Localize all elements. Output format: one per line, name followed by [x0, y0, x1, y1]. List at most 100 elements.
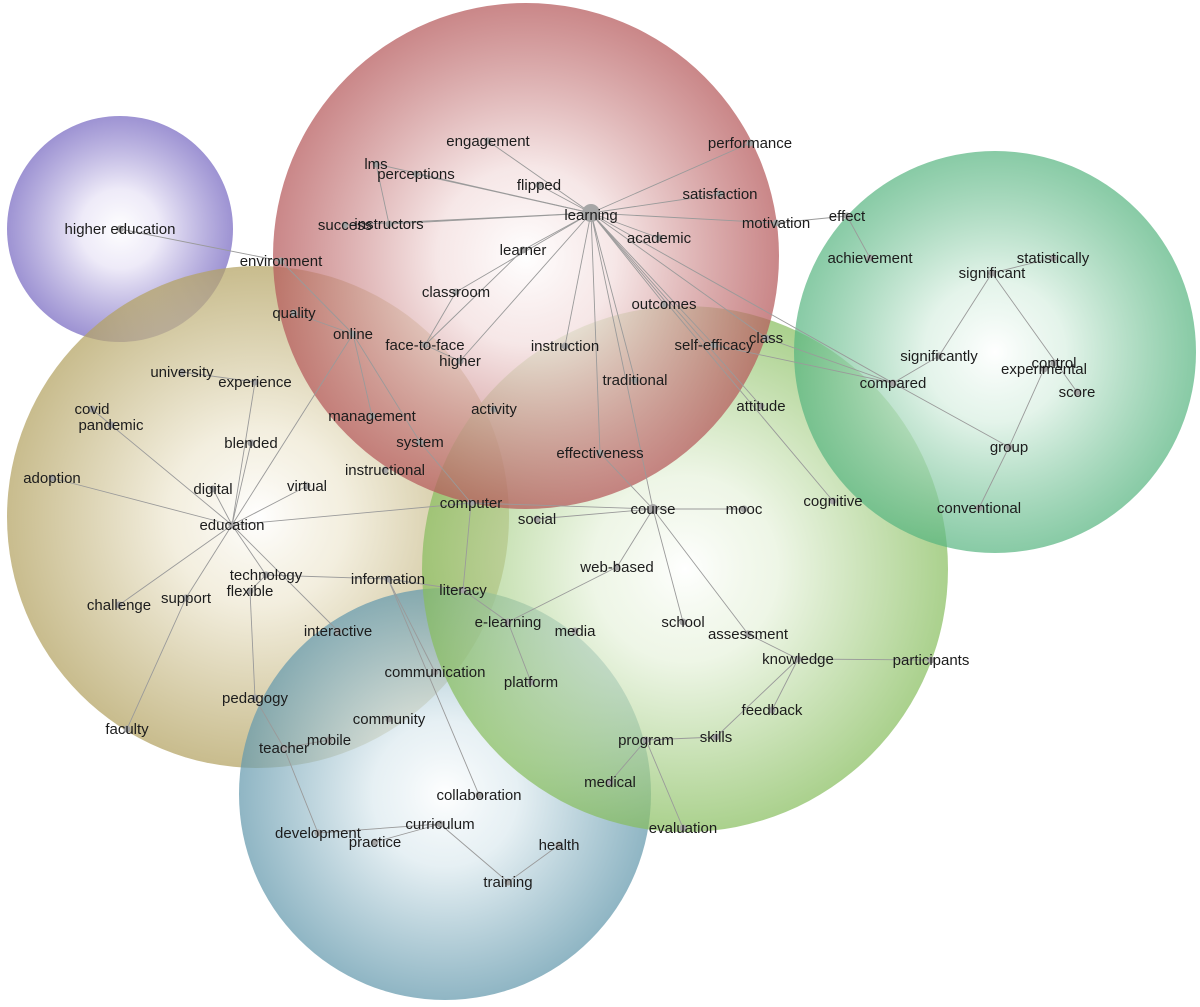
term-statistically: statistically — [1017, 250, 1090, 267]
term-flexible: flexible — [227, 583, 274, 600]
node-program — [642, 736, 650, 744]
edge-course-social — [536, 508, 654, 520]
term-practice: practice — [349, 834, 402, 851]
edge-technology-information — [265, 574, 389, 580]
node-health — [555, 841, 563, 849]
term-labels: higher education engagement performance … — [23, 133, 1095, 891]
term-course: course — [630, 501, 675, 518]
edge-significant-score — [991, 272, 1078, 393]
term-experience: experience — [218, 374, 291, 391]
term-performance: performance — [708, 135, 792, 152]
edge-experimental-group — [1008, 368, 1045, 448]
node-digital — [209, 485, 217, 493]
node-conventional — [975, 504, 983, 512]
term-evaluation: evaluation — [649, 820, 717, 837]
node-instructors — [385, 220, 393, 228]
edge-compared-significantly — [892, 355, 940, 384]
node-blended — [247, 439, 255, 447]
term-online: online — [333, 326, 373, 343]
node-higher — [456, 357, 464, 365]
node-computer — [467, 499, 475, 507]
edge-learning-compared — [590, 212, 894, 384]
edge-motivation-effect — [775, 215, 848, 224]
node-cognitive — [829, 497, 837, 505]
edge-course-web-based — [616, 508, 654, 568]
term-significant: significant — [959, 265, 1027, 282]
node-performance — [746, 139, 754, 147]
node-perceptions — [412, 170, 420, 178]
term-adoption: adoption — [23, 470, 81, 487]
node-medical — [606, 778, 614, 786]
node-platform — [527, 678, 535, 686]
term-control: control — [1031, 355, 1076, 372]
edge-learning-effectiveness — [590, 212, 601, 454]
edge-covid-pandemic — [91, 408, 112, 426]
node-significant — [988, 269, 996, 277]
edge-education-technology — [231, 524, 267, 576]
edge-course-effectiveness — [599, 452, 654, 510]
term-teacher: teacher — [259, 740, 309, 757]
edge-pandemic-education — [110, 424, 233, 526]
term-environment: environment — [240, 253, 323, 270]
term-learner: learner — [500, 242, 547, 259]
edge-learning-instructors — [388, 212, 592, 225]
node-learning — [582, 204, 600, 222]
node-environment — [277, 257, 285, 265]
node-school — [679, 618, 687, 626]
term-outcomes: outcomes — [631, 296, 696, 313]
node-literacy — [459, 586, 467, 594]
node-course — [648, 504, 658, 514]
edge-group-compared — [892, 382, 1010, 448]
term-satisfaction: satisfaction — [682, 186, 757, 203]
term-virtual: virtual — [287, 478, 327, 495]
node-flipped — [535, 181, 543, 189]
edge-face-to-face-higher — [424, 344, 461, 362]
cluster-red — [273, 3, 779, 509]
term-pandemic: pandemic — [78, 417, 144, 434]
term-face-to-face: face-to-face — [385, 337, 464, 354]
edge-information-communication — [387, 578, 436, 673]
node-covid — [88, 405, 96, 413]
edge-skills-program — [645, 736, 717, 741]
term-community: community — [353, 711, 426, 728]
term-program: program — [618, 732, 674, 749]
edge-learning-class — [590, 212, 767, 339]
edge-knowledge-participants — [797, 658, 932, 661]
edge-education-interactive — [231, 524, 339, 632]
term-lms: lms — [364, 156, 387, 173]
node-higher-education — [116, 225, 124, 233]
edge-curriculum-practice — [374, 823, 441, 843]
term-learning: learning — [564, 207, 617, 224]
edge-course-school — [652, 508, 684, 623]
node-feedback — [768, 706, 776, 714]
edge-education-support — [185, 524, 233, 599]
edge-experience-education — [231, 381, 256, 526]
term-higher: higher — [439, 353, 481, 370]
term-engagement: engagement — [446, 133, 530, 150]
edge-layer — [51, 140, 1078, 883]
edge-support-faculty — [126, 597, 187, 730]
edge-compared-self-efficacy — [713, 344, 894, 384]
edge-online-quality — [293, 312, 354, 335]
term-motivation: motivation — [742, 215, 810, 232]
term-experimental: experimental — [1001, 361, 1087, 378]
term-computer: computer — [440, 495, 503, 512]
term-significantly: significantly — [900, 348, 978, 365]
edge-learning-performance — [590, 142, 751, 214]
node-attitude — [757, 402, 765, 410]
term-compared: compared — [860, 375, 927, 392]
term-blended: blended — [224, 435, 277, 452]
edge-learning-attitude — [590, 212, 762, 407]
edge-technology-flexible — [249, 574, 267, 592]
edge-education-adoption — [51, 477, 233, 526]
node-faculty — [123, 725, 131, 733]
node-e-learning — [504, 618, 512, 626]
node-social — [533, 515, 541, 523]
cluster-green — [794, 151, 1196, 553]
edge-learning-instruction — [564, 212, 592, 347]
node-virtual — [303, 482, 311, 490]
node-significantly — [935, 352, 943, 360]
term-challenge: challenge — [87, 597, 151, 614]
node-experimental — [1040, 365, 1048, 373]
